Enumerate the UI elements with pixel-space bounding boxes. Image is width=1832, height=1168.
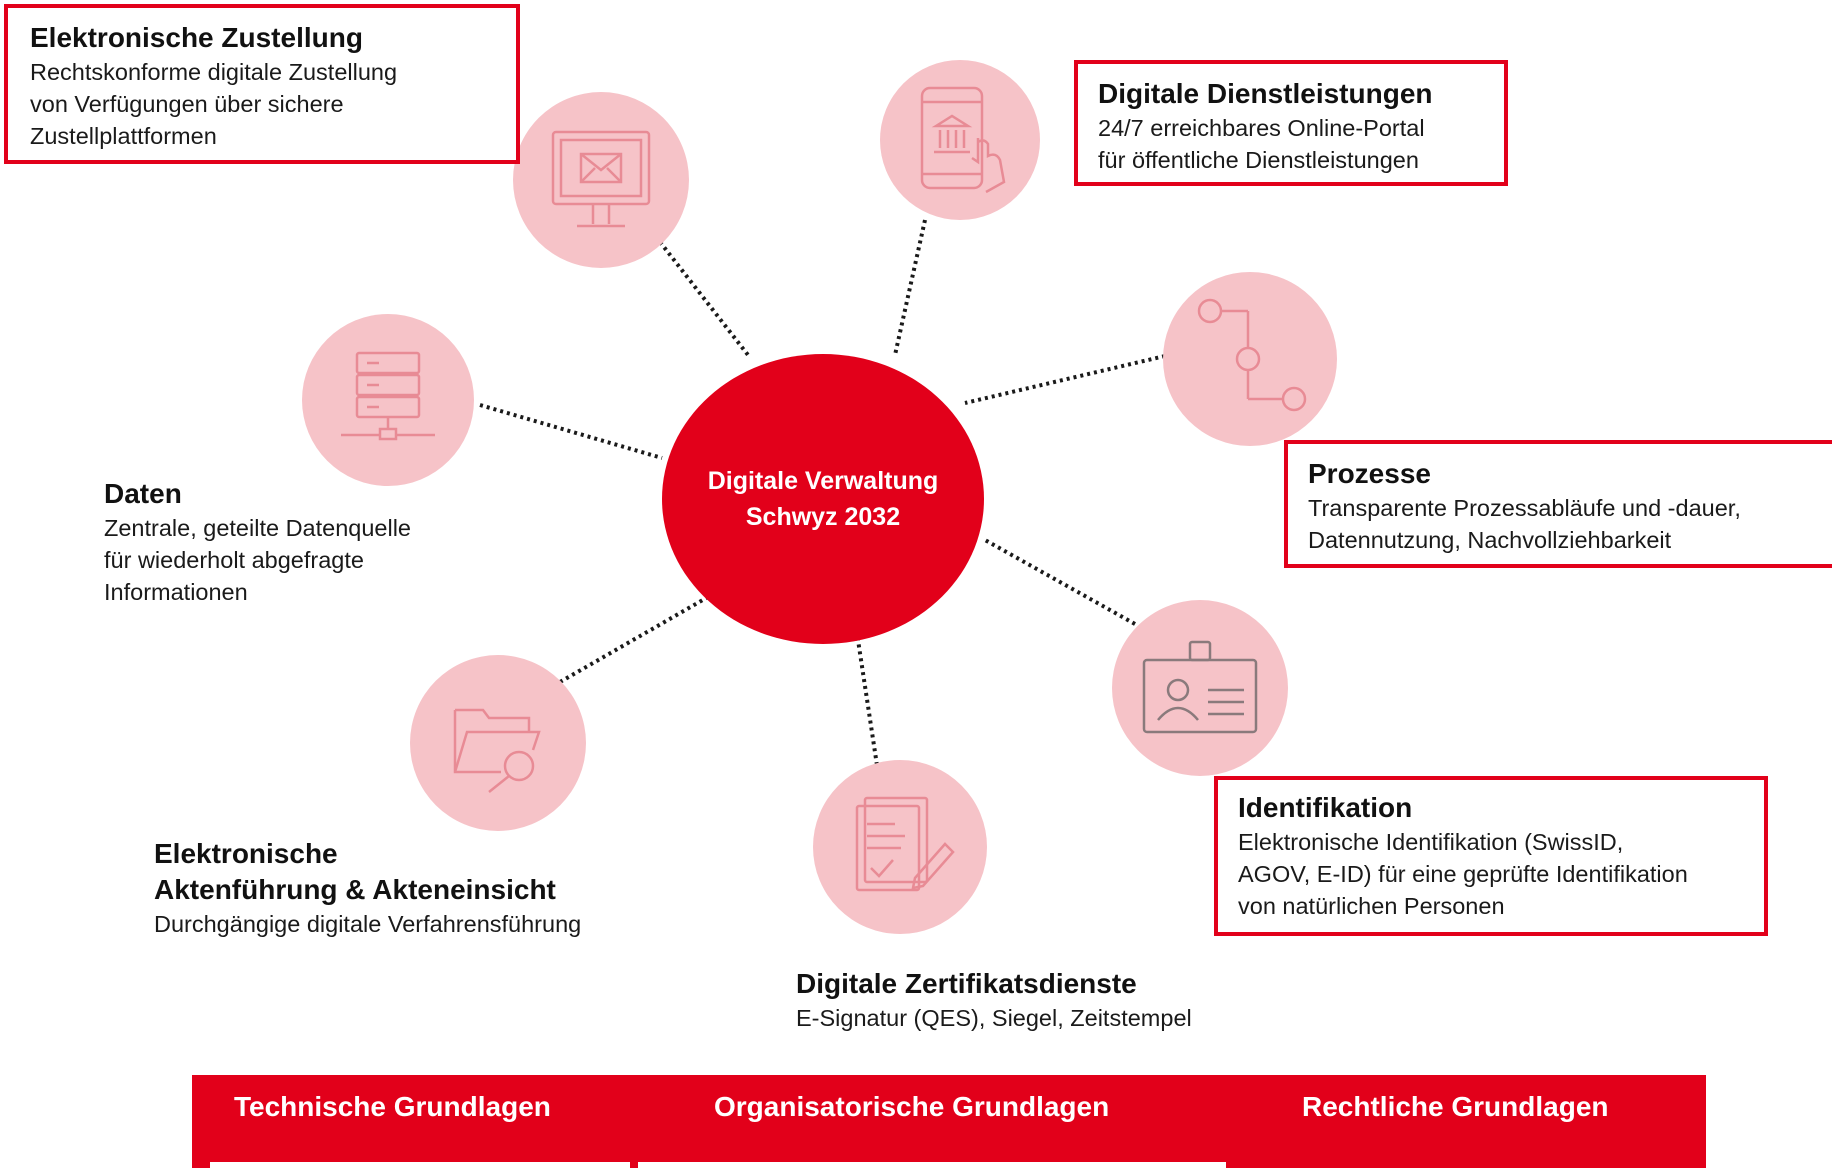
foundation-rechtlich: Rechtliche Grundlagen (1302, 1091, 1609, 1122)
mobile-government-icon (920, 86, 1006, 194)
foundation-divider-3 (1232, 1162, 1706, 1168)
connector-zertifikate (856, 639, 880, 773)
label-zertifikate: Digitale Zertifikatsdienste E-Signatur (… (796, 966, 1192, 1034)
hub-circle: Digitale Verwaltung Schwyz 2032 (662, 354, 984, 644)
foundation-technisch: Technische Grundlagen (234, 1091, 551, 1122)
label-daten: Daten Zentrale, geteilte Datenquelle für… (104, 476, 411, 608)
node-zustellung (513, 92, 689, 268)
node-daten (302, 314, 474, 486)
foundation-divider-1 (210, 1162, 630, 1168)
zustellung-line-3: Zustellplattformen (30, 123, 217, 149)
akten-line-1: Durchgängige digitale Verfahrensführung (154, 911, 582, 937)
node-dienstleistungen (880, 60, 1040, 220)
daten-line-3: Informationen (104, 579, 248, 605)
signed-document-icon (855, 796, 955, 892)
label-zustellung: Elektronische Zustellung Rechtskonforme … (4, 4, 520, 164)
prozesse-line-1: Transparente Prozessabläufe und -dauer, (1308, 495, 1741, 521)
connector-dienstleistungen (893, 219, 927, 356)
label-identifikation: Identifikation Elektronische Identifikat… (1214, 776, 1768, 936)
database-server-icon (341, 351, 435, 441)
dienstleistungen-line-1: 24/7 erreichbares Online-Portal (1098, 115, 1425, 141)
zustellung-line-2: von Verfügungen über sichere (30, 91, 344, 117)
daten-line-1: Zentrale, geteilte Datenquelle (104, 515, 412, 541)
akten-title-line1: Elektronische (154, 838, 338, 869)
connector-identifikation (984, 538, 1136, 626)
label-dienstleistungen: Digitale Dienstleistungen 24/7 erreichba… (1074, 60, 1508, 186)
foundation-organisatorisch: Organisatorische Grundlagen (714, 1091, 1110, 1122)
prozesse-title: Prozesse (1308, 458, 1431, 489)
connector-prozesse (964, 354, 1166, 405)
node-zertifikate (813, 760, 987, 934)
zertifikate-title: Digitale Zertifikatsdienste (796, 968, 1137, 999)
daten-line-2: für wiederholt abgefragte (104, 547, 364, 573)
connector-zustellung (658, 240, 750, 357)
prozesse-line-2: Datennutzung, Nachvollziehbarkeit (1308, 527, 1672, 553)
folder-search-icon (453, 708, 541, 793)
zustellung-title: Elektronische Zustellung (30, 22, 363, 53)
envelope-monitor-icon (551, 130, 651, 228)
zertifikate-line-1: E-Signatur (QES), Siegel, Zeitstempel (796, 1005, 1192, 1031)
node-identifikation (1112, 600, 1288, 776)
akten-title-line2: Aktenführung & Akteneinsicht (154, 874, 556, 905)
zustellung-line-1: Rechtskonforme digitale Zustellung (30, 59, 398, 85)
dienstleistungen-title: Digitale Dienstleistungen (1098, 78, 1433, 109)
foundation-divider-2 (638, 1162, 1226, 1168)
identifikation-line-1: Elektronische Identifikation (SwissID, (1238, 829, 1624, 855)
dienstleistungen-line-2: für öffentliche Dienstleistungen (1098, 147, 1419, 173)
identifikation-line-3: von natürlichen Personen (1238, 893, 1505, 919)
foundation-bar: Technische Grundlagen Organisatorische G… (192, 1075, 1706, 1168)
connector-akten (559, 595, 709, 684)
identifikation-title: Identifikation (1238, 792, 1413, 823)
label-akten: Elektronische Aktenführung & Akteneinsic… (154, 836, 581, 940)
identifikation-line-2: AGOV, E-ID) für eine geprüfte Identifika… (1238, 861, 1688, 887)
node-prozesse (1163, 272, 1337, 446)
hub-title-line2: Schwyz 2032 (745, 503, 901, 531)
daten-title: Daten (104, 478, 182, 509)
process-flow-icon (1197, 298, 1307, 412)
label-prozesse: Prozesse Transparente Prozessabläufe und… (1284, 440, 1832, 568)
id-card-icon (1142, 640, 1258, 734)
node-akten (410, 655, 586, 831)
hub-title-line1: Digitale Verwaltung (707, 467, 939, 495)
connector-daten (479, 403, 663, 460)
